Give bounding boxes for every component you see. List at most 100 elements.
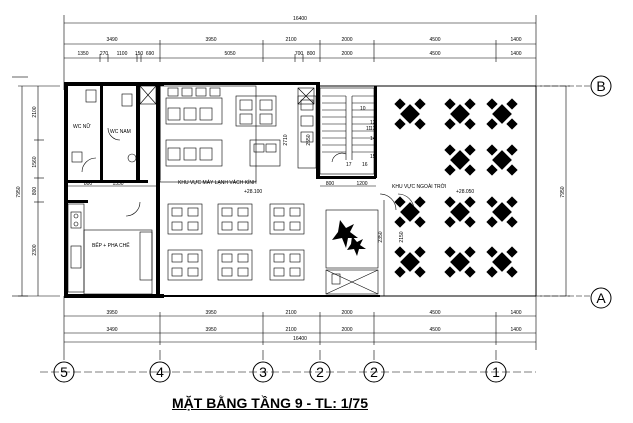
bottom-dim-6: 1400 (510, 310, 521, 316)
axis-label-3: 3 (259, 364, 267, 380)
bottom2-dim-2: 3950 (205, 327, 216, 333)
top-dim-4: 2000 (341, 37, 352, 43)
dining-table (249, 139, 281, 167)
top-dim-3: 2100 (285, 37, 296, 43)
bottom2-dim-6: 1400 (510, 327, 521, 333)
top-dim-5: 4500 (429, 37, 440, 43)
bottom2-dim-4: 2000 (341, 327, 352, 333)
plant-icon (332, 220, 366, 256)
sink-icon (127, 153, 137, 163)
dining-table (165, 97, 223, 125)
overall-dimension-top: 16400 (293, 16, 307, 22)
drawing-title: MẶT BẰNG TẦNG 9 - TL: 1/75 (171, 395, 368, 411)
top-detail-10: 4500 (429, 51, 440, 57)
left-dim-1: 2100 (32, 106, 38, 117)
top-dimensions: 16400 3490 3950 2100 2000 4500 1400 1350… (63, 15, 537, 90)
axis-bubble-4 (149, 361, 171, 383)
left-dim-2: 1560 (32, 156, 38, 167)
outdoor-table-set (486, 144, 518, 176)
stair-number: 15 (370, 154, 376, 160)
top-detail-5: 690 (146, 51, 155, 57)
stair-number: 14 (370, 136, 376, 142)
right-dim-total: 7950 (560, 186, 566, 197)
dining-table (165, 139, 223, 167)
axis-bubble-5 (53, 361, 75, 383)
overall-dimension-bottom: 16400 (293, 336, 307, 342)
outdoor-table-set (486, 196, 518, 228)
outdoor-table-set (394, 98, 426, 130)
bottom-dim-1: 3950 (106, 310, 117, 316)
sink-icon (71, 151, 83, 163)
door-swing-icon (81, 157, 97, 173)
row-axes: B A (12, 75, 612, 309)
outdoor-table-set (444, 246, 476, 278)
level-outdoor: +28.050 (456, 189, 474, 195)
inner-dim-vert-2: 2150 (399, 231, 405, 242)
door-swing-icon (125, 201, 141, 217)
outdoor-table-set (394, 246, 426, 278)
bottom-dim-4: 2000 (341, 310, 352, 316)
top-detail-8: 800 (307, 51, 316, 57)
sink-icon (70, 245, 82, 269)
left-dim-4: 2300 (32, 244, 38, 255)
axis-label-2b: 2 (370, 364, 378, 380)
stair-number: 16 (362, 162, 368, 168)
stair-number: 11 (366, 126, 371, 132)
top-detail-9: 2000 (341, 51, 352, 57)
bottom2-dim-5: 4500 (429, 327, 440, 333)
inner-dim-1: 800 (84, 181, 93, 187)
planter-area (325, 209, 379, 295)
top-dim-1: 3490 (106, 37, 117, 43)
room-label-outdoor: KHU VỰC NGOÀI TRỜI (392, 183, 446, 190)
bottom2-dim-1: 3490 (106, 327, 117, 333)
axis-label-2a: 2 (316, 364, 324, 380)
outdoor-area: KHU VỰC NGOÀI TRỜI +28.050 (379, 98, 518, 278)
inner-dim-6: 2550 (306, 134, 312, 145)
bottom-dimensions: 3950 3950 2100 2000 4500 1400 3490 3950 … (63, 296, 537, 350)
side-dimensions: 7950 2100 1560 800 2300 7950 2350 2150 (16, 85, 570, 297)
inner-dim-5: 2710 (283, 134, 289, 145)
room-label-wc-nam: WC NAM (110, 129, 131, 135)
bottom-dim-3: 2100 (285, 310, 296, 316)
outdoor-table-set (394, 196, 426, 228)
kitchen-area: BẾP + PHA CHẾ (67, 201, 153, 295)
dining-table (235, 95, 277, 127)
room-label-kitchen: BẾP + PHA CHẾ (92, 242, 130, 249)
top-dim-2: 3950 (205, 37, 216, 43)
axis-bubble-2b (363, 361, 385, 383)
stove-icon (70, 211, 82, 229)
top-detail-7: 700 (295, 51, 304, 57)
axis-bubble-2a (309, 361, 331, 383)
bottom-dim-5: 4500 (429, 310, 440, 316)
outdoor-table-set (486, 98, 518, 130)
axis-bubble-3 (252, 361, 274, 383)
top-detail-1: 1350 (77, 51, 88, 57)
stair-arrow-icon (331, 152, 347, 163)
inner-dim-4: 1200 (356, 181, 367, 187)
outdoor-table-set (444, 144, 476, 176)
toilet-icon (121, 93, 133, 107)
top-detail-11: 1400 (510, 51, 521, 57)
top-detail-6: 5050 (224, 51, 235, 57)
top-dim-6: 1400 (510, 37, 521, 43)
room-label-indoor: KHU VỰC MÁY LẠNH VÁCH KÍNH (178, 179, 257, 186)
axis-label-4: 4 (156, 364, 164, 380)
axis-label-1: 1 (492, 364, 500, 380)
stair-number: 12 (370, 120, 376, 126)
top-detail-2: 270 (100, 51, 109, 57)
axis-bubble-b (590, 75, 612, 97)
left-dim-total: 7950 (16, 186, 22, 197)
door-swing-icon (107, 127, 121, 141)
outdoor-table-set (444, 98, 476, 130)
axis-bubble-1 (485, 361, 507, 383)
inner-dim-3: 800 (326, 181, 335, 187)
inner-dimensions: 800 1550 800 1200 2710 2550 (68, 134, 376, 187)
stair-number: 13 (370, 126, 376, 132)
inner-dim-vert-1: 2350 (378, 231, 384, 242)
axis-label-b: B (596, 78, 605, 94)
toilet-icon (85, 89, 97, 103)
axis-bubble-a (590, 287, 612, 309)
door-swing-icon (379, 193, 397, 211)
